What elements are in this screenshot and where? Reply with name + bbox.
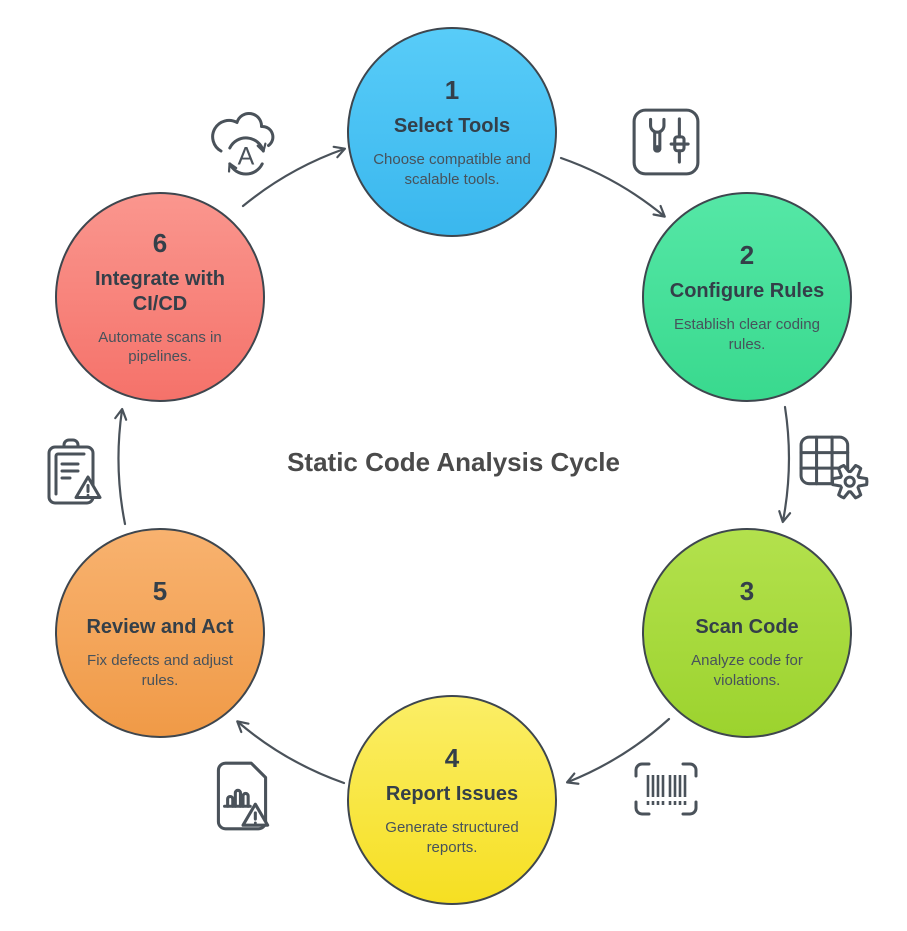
step-description: Automate scans in pipelines. — [98, 328, 222, 366]
step-title: Report Issues — [385, 783, 519, 805]
step-number: 6 — [152, 227, 168, 258]
step-number: 3 — [739, 576, 755, 606]
step-circle-select-tools: 1 Select Tools Choose compatible and sca… — [347, 27, 557, 237]
step-description: Choose compatible and scalable tools. — [373, 151, 531, 188]
diagram-title: Static Code Analysis Cycle — [287, 447, 620, 477]
auto-sync-cloud-icon: A — [211, 111, 275, 176]
step-circle-scan-code: 3 Scan Code Analyze code for violations. — [642, 528, 852, 738]
step-title: Select Tools — [393, 115, 511, 137]
clipboard-warning-icon — [47, 438, 102, 505]
step-title: Integrate with CI/CD — [94, 267, 225, 315]
step-number: 4 — [444, 743, 460, 773]
step-circle-report-issues: 4 Report Issues Generate structured repo… — [347, 695, 557, 905]
step-circle-review-and-act: 5 Review and Act Fix defects and adjust … — [55, 528, 265, 738]
step-number: 1 — [444, 75, 460, 105]
step-title: Configure Rules — [669, 280, 825, 302]
step-circle-integrate-cicd: 6 Integrate with CI/CD Automate scans in… — [55, 192, 265, 402]
step-description: Fix defects and adjust rules. — [87, 652, 233, 689]
step-description: Establish clear coding rules. — [674, 316, 820, 353]
step-title: Review and Act — [86, 616, 234, 638]
barcode-scan-icon — [634, 762, 698, 816]
svg-text:A: A — [238, 143, 255, 171]
table-settings-icon — [799, 435, 869, 500]
step-title: Scan Code — [695, 616, 799, 638]
step-number: 2 — [739, 240, 755, 270]
step-description: Generate structured reports. — [385, 819, 519, 856]
report-warning-icon — [216, 761, 270, 831]
step-circle-configure-rules: 2 Configure Rules Establish clear coding… — [642, 192, 852, 402]
tools-icon — [632, 108, 700, 176]
step-description: Analyze code for violations. — [691, 652, 803, 689]
step-number: 5 — [152, 576, 168, 606]
